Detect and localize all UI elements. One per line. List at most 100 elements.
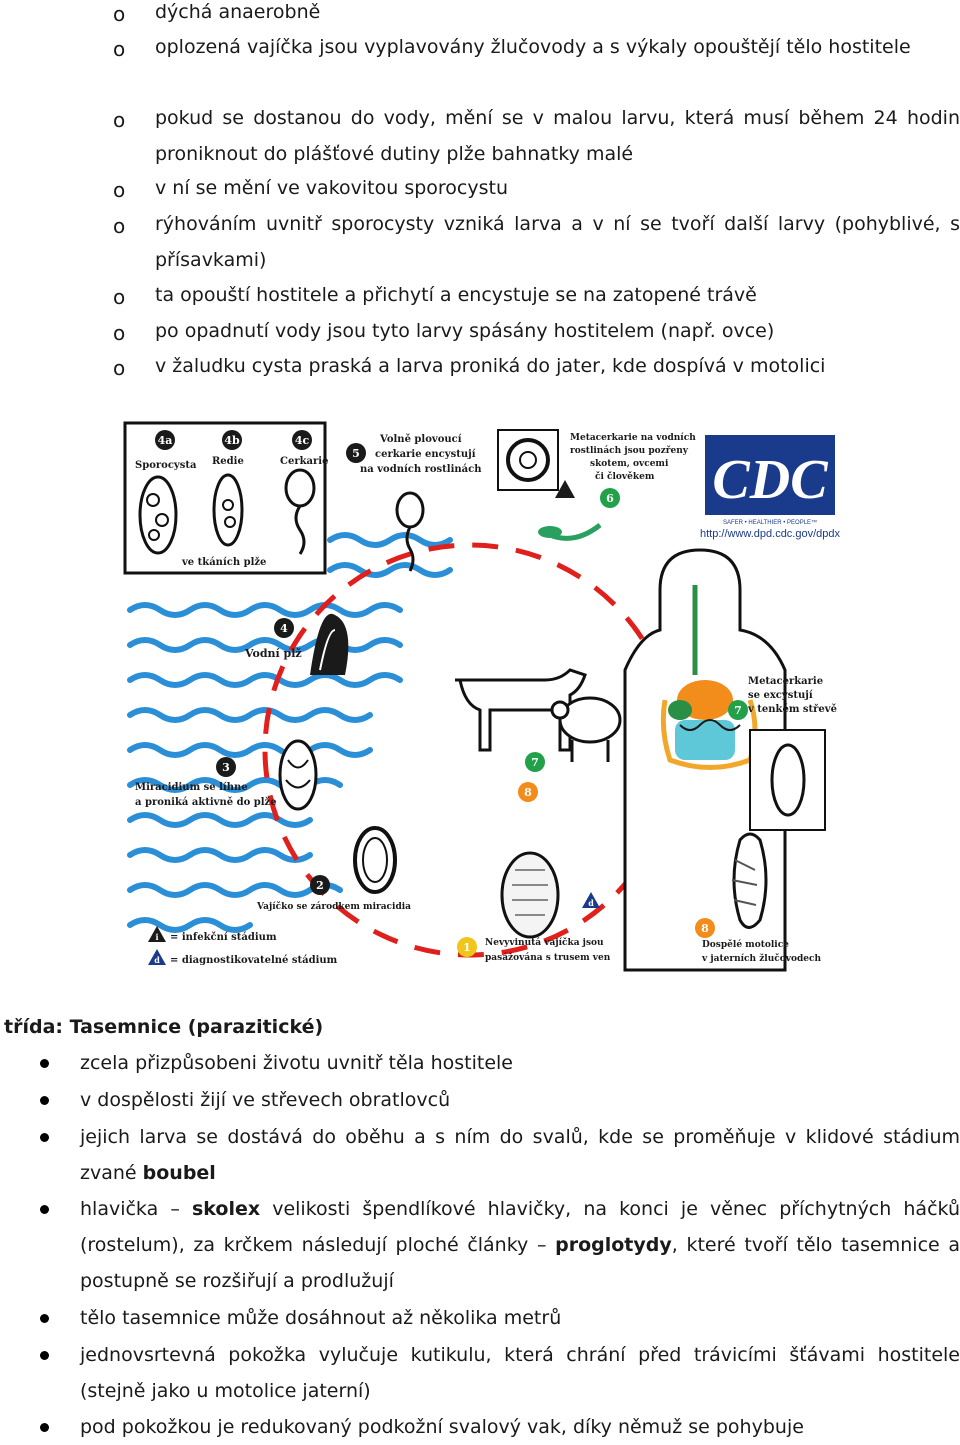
figure-legend: i = infekční stádium d = diagnostikovate… [148, 926, 338, 966]
term-proglotydy: proglotydy [555, 1234, 672, 1256]
list-item-text: pokud se dostanou do vody, mění se v mal… [155, 107, 960, 165]
caption: Cerkarie [280, 456, 328, 467]
cdc-url: http://www.dpd.cdc.gov/dpdx [700, 528, 840, 540]
bullet [40, 1133, 49, 1142]
caption: na vodních rostlinách [360, 464, 482, 475]
stage-4-snail: 4 Vodní plž [244, 613, 349, 675]
cattle-badges: 7 8 [518, 752, 545, 802]
list-item-text: dýchá anaerobně [155, 1, 321, 23]
caption: se excystují [748, 690, 813, 701]
cdc-slogan: SAFER • HEALTHIER • PEOPLE™ [723, 519, 817, 526]
bullet [40, 1059, 49, 1068]
caption: skotem, ovcemi [590, 459, 669, 469]
stage-3-miracidium: 3 Miracidium se líhne a proniká aktivně … [135, 739, 318, 811]
text-run: hlavička – [80, 1198, 180, 1220]
stage-6-metacercaria: Metacerkarie na vodních rostlinách jsou … [497, 429, 696, 541]
list-item-text: oplozená vajíčka jsou vyplavovány žlučov… [155, 36, 911, 58]
caption: Nevyvinutá vajíčka jsou [485, 937, 604, 948]
stage-label: 4a [158, 434, 173, 447]
text-run: , které tvoří tělo tasemnice a postupně … [80, 1234, 960, 1292]
caption: cerkarie encystují [375, 449, 476, 460]
stage-label: i [155, 932, 158, 942]
text-run: jejich larva se dostává do oběhu a s ním… [80, 1126, 960, 1184]
section-heading: třída: Tasemnice (parazitické) [4, 1016, 324, 1038]
list-marker: o [113, 285, 126, 309]
caption: Sporocysta [135, 460, 197, 471]
list-item-text: jejich larva se dostává do oběhu a s ním… [80, 1119, 960, 1191]
caption: a proniká aktivně do plže [135, 797, 277, 808]
bullet [40, 1351, 49, 1360]
stage-label: d [154, 955, 160, 965]
larval-stages-box: 4a 4b 4c Sporocysta Redie Cerkarie ve tk… [123, 421, 328, 575]
caption: Miracidium se líhne [135, 782, 248, 793]
stage-5-cercaria: 5 Volně plovoucí cerkarie encystují na v… [346, 434, 482, 572]
list-item-text: rýhováním uvnitř sporocysty vzniká larva… [155, 213, 960, 271]
bullet [40, 1314, 49, 1323]
stage-label: 7 [531, 756, 539, 769]
badge [155, 430, 175, 450]
legend-text: = infekční stádium [170, 932, 277, 943]
caption: Volně plovoucí [379, 434, 462, 445]
stage-label: 6 [606, 492, 614, 505]
stage-adult-fluke: 8 Dospělé motolice v jaterních žlučovode… [695, 832, 821, 964]
list-marker: o [113, 2, 126, 26]
stage-1-unembryonated-egg: d 1 Nevyvinutá vajíčka jsou pasážována s… [457, 851, 611, 963]
caption: v jaterních žlučovodech [701, 953, 821, 964]
stage-label: 4c [295, 434, 310, 447]
list-item-text: zcela přizpůsobeni životu uvnitř těla ho… [80, 1052, 513, 1074]
stage-2-embryonated-egg: 2 Vajíčko se zárodkem miracidia [256, 826, 411, 912]
bullet [40, 1205, 49, 1214]
list-item-text: pod pokožkou je redukovaný podkožní sval… [80, 1416, 804, 1438]
bullet [40, 1096, 49, 1105]
list-marker: o [113, 321, 126, 345]
caption: Vajíčko se zárodkem miracidia [256, 901, 411, 912]
cdc-logo: CDC SAFER • HEALTHIER • PEOPLE™ http://w… [700, 435, 840, 540]
term-skolex: skolex [191, 1198, 261, 1220]
stage-label: d [588, 898, 594, 908]
human-host: Metacerkarie se excystují v tenkém střev… [623, 548, 837, 972]
stage-label: 8 [524, 786, 532, 799]
caption: Metacerkarie na vodních [570, 432, 696, 443]
list-marker: o [113, 214, 126, 238]
stage-label: 8 [701, 922, 709, 935]
caption: Dospělé motolice [702, 939, 789, 950]
caption: či člověkem [595, 471, 655, 482]
stage-label: 2 [316, 879, 324, 892]
badge [292, 430, 312, 450]
list-marker: o [113, 356, 126, 380]
list-item-text: po opadnutí vody jsou tyto larvy spásány… [155, 320, 775, 342]
list-item-text: jednovsrtevná pokožka vylučuje kutikulu,… [80, 1344, 960, 1402]
list-item-text: v dospělosti žijí ve střevech obratlovců [80, 1089, 451, 1111]
caption: rostlinách jsou pozřeny [570, 445, 689, 456]
stage-label: 7 [734, 704, 742, 717]
stage-label: 1 [463, 941, 471, 954]
list-item-text: v žaludku cysta praská a larva proniká d… [155, 355, 826, 377]
caption: Metacerkarie [748, 676, 823, 687]
text-run: velikosti špendlíkové hlavičky, na konci… [80, 1198, 960, 1256]
stage-label: 3 [222, 761, 230, 774]
list-marker: o [113, 37, 126, 61]
cycle-arrows [262, 542, 678, 958]
stage-label: 4 [280, 622, 288, 635]
caption: ve tkáních plže [181, 557, 266, 568]
list-marker: o [113, 108, 126, 132]
stage-label: 4b [224, 434, 240, 447]
bullet [40, 1423, 49, 1432]
list-item-text: hlavička – skolex velikosti špendlíkové … [80, 1191, 960, 1299]
list-item-text: tělo tasemnice může dosáhnout až několik… [80, 1307, 562, 1329]
list-marker: o [113, 178, 126, 202]
caption: Vodní plž [244, 647, 302, 660]
list-item-text: v ní se mění ve vakovitou sporocystu [155, 177, 509, 199]
life-cycle-figure: 4a 4b 4c Sporocysta Redie Cerkarie ve tk… [123, 421, 840, 972]
term-boubel: boubel [142, 1162, 216, 1184]
caption: Redie [212, 456, 244, 467]
water-waves [127, 532, 453, 933]
stage-label: 5 [352, 447, 360, 460]
legend-text: = diagnostikovatelné stádium [170, 955, 338, 966]
cdc-logo-text: CDC [712, 449, 828, 511]
list-item-text: ta opouští hostitele a přichytí a encyst… [155, 284, 757, 306]
cercaria-drawing [284, 468, 316, 508]
badge [222, 430, 242, 450]
cattle-sheep-hosts [455, 668, 622, 762]
caption: pasážována s trusem ven [485, 952, 611, 963]
